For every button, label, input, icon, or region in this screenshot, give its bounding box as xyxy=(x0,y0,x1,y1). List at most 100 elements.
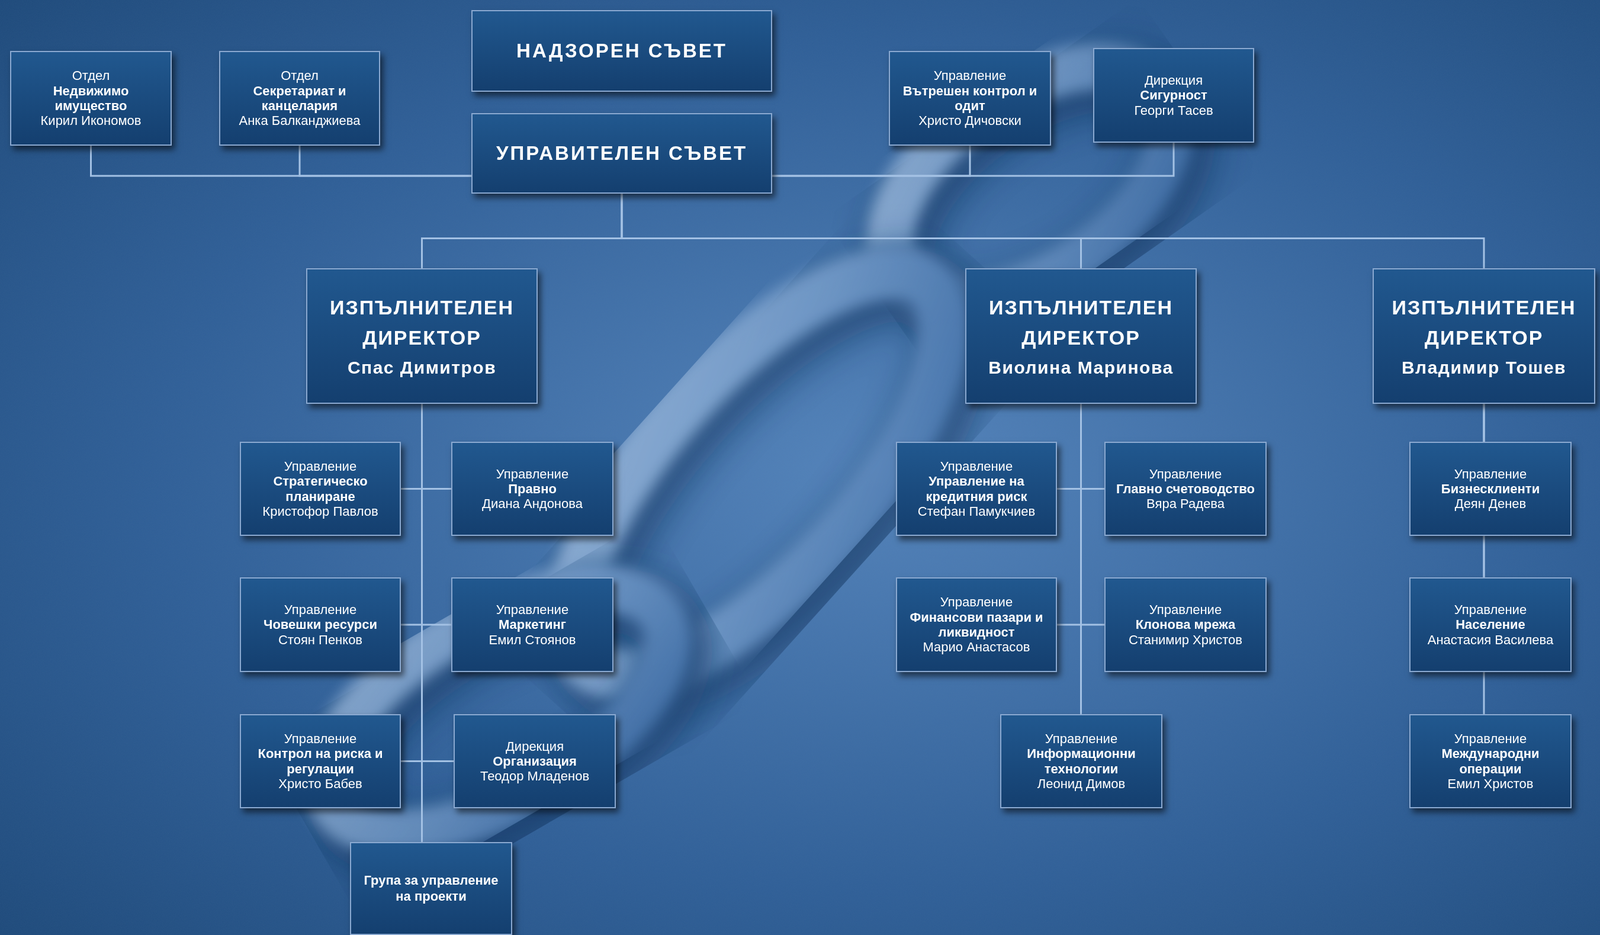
org-connector xyxy=(1056,403,1082,625)
executive-box: ИЗПЪЛНИТЕЛЕН ДИРЕКТОРСпас Димитров xyxy=(306,268,538,404)
unit-title: Недвижимо имущество xyxy=(17,83,165,114)
unit-type: Дирекция xyxy=(1144,72,1203,88)
unit-type: Управление xyxy=(1454,602,1527,618)
person-name: Стоян Пенков xyxy=(278,632,363,648)
unit-title: Бизнесклиенти xyxy=(1441,481,1540,497)
org-connector xyxy=(400,403,423,625)
unit-title: Секретариат и канцелария xyxy=(226,83,374,114)
unit-type: Отдел xyxy=(280,68,319,83)
person-name: Емил Стоянов xyxy=(489,632,577,648)
person-name: Теодор Младенов xyxy=(480,768,590,784)
unit-type: Управление xyxy=(1045,731,1118,747)
person-name: Кристофор Павлов xyxy=(262,503,378,519)
unit-type: Управление xyxy=(284,602,357,618)
org-connector xyxy=(422,403,452,490)
person-name: Владимир Тошев xyxy=(1401,355,1567,381)
unit-title: Финансови пазари и ликвидност xyxy=(903,609,1050,641)
unit-box: УправлениеУправление на кредитния рискСт… xyxy=(895,441,1057,536)
org-connector xyxy=(422,403,455,762)
unit-box: УправлениеСтратегическо планиранеКристоф… xyxy=(239,441,401,536)
unit-box: УправлениеБизнесклиентиДеян Денев xyxy=(1409,441,1572,536)
unit-title: Клонова мрежа xyxy=(1135,617,1236,632)
org-connector xyxy=(400,403,423,762)
group-box: Група за управление на проекти xyxy=(349,842,513,935)
unit-title: Сигурност xyxy=(1139,87,1207,103)
board-title: НАДЗОРЕН СЪВЕТ xyxy=(516,39,728,63)
unit-title: Човешки ресурси xyxy=(263,617,378,632)
person-name: Диана Андонова xyxy=(482,496,583,512)
org-connector xyxy=(621,193,1484,269)
unit-type: Управление xyxy=(933,68,1007,83)
unit-type: Управление xyxy=(1454,466,1527,482)
chain-illustration xyxy=(288,18,1224,895)
unit-type: Управление xyxy=(496,466,569,482)
unit-title: Стратегическо планиране xyxy=(246,473,394,504)
executive-box: ИЗПЪЛНИТЕЛЕН ДИРЕКТОРВладимир Тошев xyxy=(1372,268,1596,404)
org-connector xyxy=(1081,403,1105,490)
unit-box: УправлениеВътрешен контрол и одитХристо … xyxy=(888,50,1052,146)
board-box: УПРАВИТЕЛЕН СЪВЕТ xyxy=(471,113,773,194)
person-name: Спас Димитров xyxy=(347,355,497,381)
unit-box: УправлениеМаркетингЕмил Стоянов xyxy=(451,577,614,673)
unit-title: Управление на кредитния риск xyxy=(903,473,1050,504)
person-name: Виолина Маринова xyxy=(988,355,1174,381)
unit-title: Организация xyxy=(492,753,577,769)
unit-box: УправлениеКонтрол на риска и регулацииХр… xyxy=(239,714,401,809)
unit-type: Отдел xyxy=(72,68,111,83)
org-connector xyxy=(299,145,472,176)
unit-box: УправлениеФинансови пазари и ликвидностМ… xyxy=(895,577,1057,673)
unit-box: ДирекцияСигурностГеорги Тасев xyxy=(1093,47,1255,143)
unit-box: ОтделСекретариат и канцеларияАнка Балкан… xyxy=(219,50,381,146)
role-title: ИЗПЪЛНИТЕЛЕН ДИРЕКТОР xyxy=(1379,292,1589,353)
unit-type: Управление xyxy=(1149,602,1222,618)
unit-title: Информационни технологии xyxy=(1007,746,1156,777)
unit-box: ДирекцияОрганизацияТеодор Младенов xyxy=(453,714,616,809)
org-connector xyxy=(621,193,1082,269)
group-title: Група за управление на проекти xyxy=(357,872,506,905)
person-name: Стефан Памукчиев xyxy=(917,503,1036,519)
unit-box: УправлениеЧовешки ресурсиСтоян Пенков xyxy=(239,577,401,673)
unit-type: Управление xyxy=(940,458,1013,474)
person-name: Кирил Икономов xyxy=(40,113,142,128)
executive-box: ИЗПЪЛНИТЕЛЕН ДИРЕКТОРВиолина Маринова xyxy=(965,268,1197,404)
unit-title: Вътрешен контрол и одит xyxy=(895,83,1044,114)
role-title: ИЗПЪЛНИТЕЛЕН ДИРЕКТОР xyxy=(313,292,531,353)
unit-type: Управление xyxy=(284,458,357,474)
unit-type: Дирекция xyxy=(505,739,564,754)
person-name: Вяра Радева xyxy=(1146,496,1225,512)
unit-box: ОтделНедвижимо имуществоКирил Икономов xyxy=(10,50,172,146)
board-box: НАДЗОРЕН СЪВЕТ xyxy=(471,10,773,92)
unit-type: Управление xyxy=(284,731,357,747)
person-name: Деян Денев xyxy=(1454,496,1527,512)
person-name: Леонид Димов xyxy=(1037,776,1126,792)
org-connector xyxy=(1056,403,1082,490)
org-connector xyxy=(91,145,472,176)
unit-title: Международни операции xyxy=(1416,746,1565,777)
person-name: Анастасия Василева xyxy=(1427,632,1554,648)
unit-box: УправлениеНаселениеАнастасия Василева xyxy=(1409,577,1572,673)
unit-type: Управление xyxy=(940,594,1013,610)
org-connector xyxy=(772,145,970,176)
unit-type: Управление xyxy=(496,602,569,618)
org-connector xyxy=(421,403,423,843)
unit-box: УправлениеГлавно счетоводствоВяра Радева xyxy=(1104,441,1267,536)
unit-box: УправлениеМеждународни операцииЕмил Хрис… xyxy=(1409,714,1572,809)
org-connector xyxy=(1081,403,1105,625)
unit-type: Управление xyxy=(1454,731,1527,747)
role-title: ИЗПЪЛНИТЕЛЕН ДИРЕКТОР xyxy=(972,292,1190,353)
org-connector xyxy=(1080,403,1082,715)
person-name: Станимир Христов xyxy=(1128,632,1243,648)
org-connector xyxy=(400,403,423,490)
unit-box: УправлениеПравноДиана Андонова xyxy=(451,441,614,536)
unit-title: Население xyxy=(1455,617,1526,632)
unit-type: Управление xyxy=(1149,466,1222,482)
unit-box: УправлениеКлонова мрежаСтанимир Христов xyxy=(1104,577,1267,673)
person-name: Христо Дичовски xyxy=(918,113,1022,128)
unit-box: УправлениеИнформационни технологииЛеонид… xyxy=(1000,714,1163,809)
org-connector xyxy=(772,142,1174,176)
unit-title: Правно xyxy=(508,481,557,497)
org-connector xyxy=(422,193,623,269)
unit-title: Маркетинг xyxy=(498,617,567,632)
